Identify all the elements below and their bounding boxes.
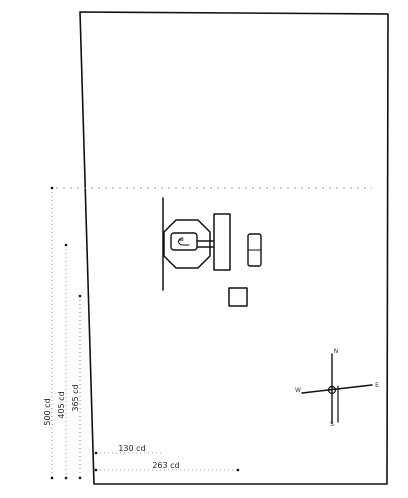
- dim-label-horizontal-2: 263 cd: [152, 461, 179, 470]
- fixture-inner-loop: [178, 237, 190, 246]
- dim-label-vertical-3: 365 cd: [71, 384, 80, 411]
- dim-label-horizontal-1: 130 cd: [118, 444, 145, 453]
- compass-icon: [301, 353, 373, 424]
- fixture-inner-frame: [170, 232, 198, 251]
- compass-east-label: E: [375, 382, 379, 389]
- octagon-fixture: [163, 219, 211, 269]
- compass-north-label: N: [334, 348, 339, 355]
- tall-fixture: [213, 213, 231, 271]
- compass-south-label: S: [330, 421, 334, 428]
- vertical-dimensions: [50, 186, 82, 480]
- dim-label-vertical-1: 500 cd: [43, 398, 52, 425]
- square-fixture: [228, 287, 248, 307]
- room-outline: [79, 11, 389, 485]
- horizontal-dimensions: [94, 451, 240, 472]
- dim-label-vertical-2: 405 cd: [57, 391, 66, 418]
- compass-west-label: W: [295, 387, 301, 394]
